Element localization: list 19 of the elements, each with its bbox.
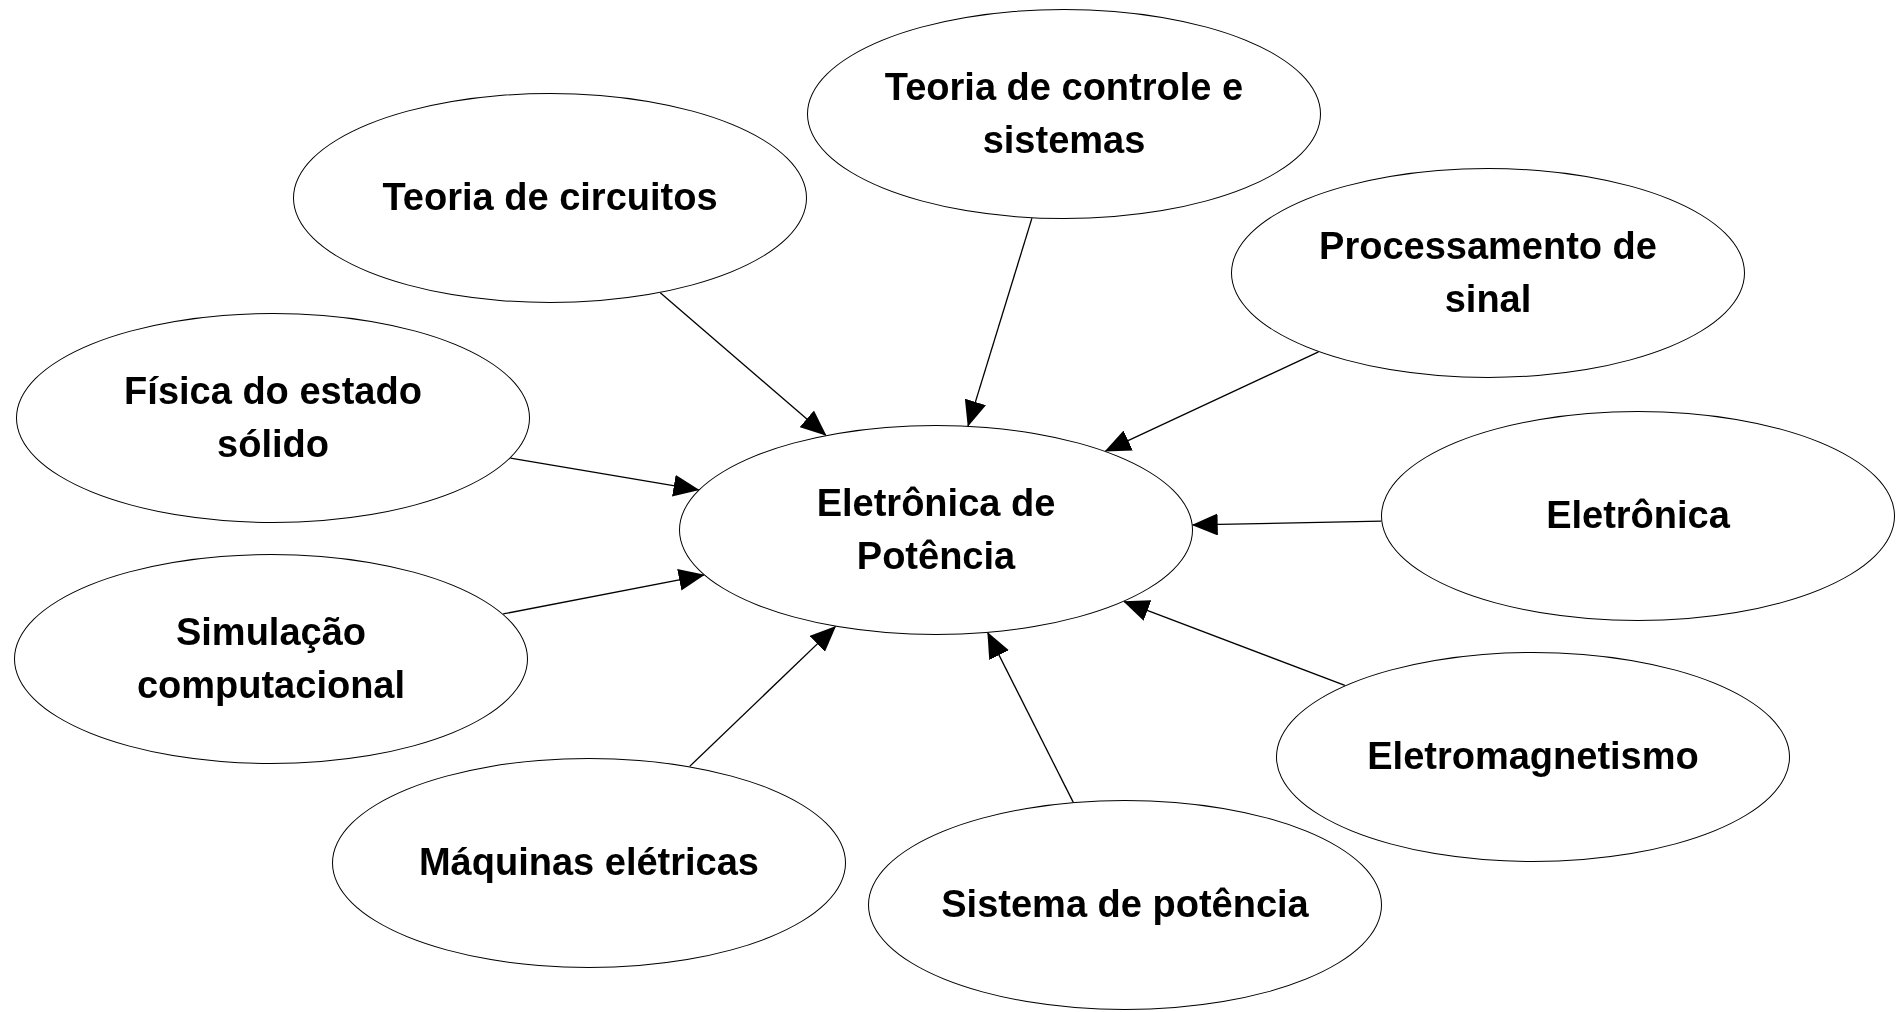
arrow — [964, 217, 1033, 427]
topic-label: Simulação computacional — [135, 609, 407, 708]
topic-label: Processamento de sinal — [1318, 223, 1658, 322]
topic-label: Sistema de potência — [941, 882, 1309, 928]
arrow — [689, 625, 837, 768]
arrow — [1123, 600, 1346, 687]
arrow — [1191, 513, 1382, 536]
topic-label: Teoria de controle e sistemas — [883, 64, 1245, 163]
arrow — [509, 457, 700, 497]
topic-label: Eletrônica de Potência — [815, 480, 1057, 579]
arrow — [1104, 351, 1320, 452]
topic-label: Teoria de circuitos — [382, 175, 718, 221]
arrow — [659, 292, 827, 436]
topic-label: Máquinas elétricas — [418, 840, 759, 886]
arrow — [987, 631, 1074, 803]
topic-label: Física do estado sólido — [123, 368, 423, 467]
topic-label: Eletromagnetismo — [1367, 734, 1699, 780]
topic-label: Eletrônica — [1546, 493, 1730, 539]
arrow — [502, 569, 705, 615]
